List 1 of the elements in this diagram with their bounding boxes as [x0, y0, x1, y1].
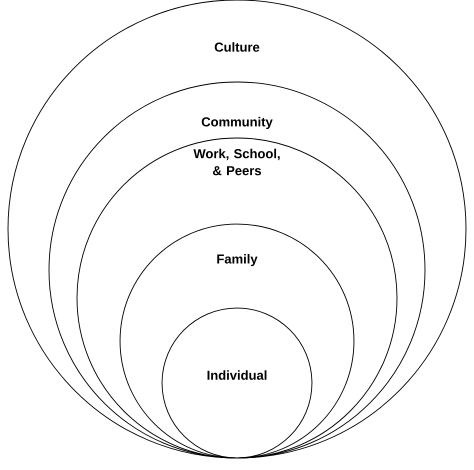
circle-node: Individual: [162, 308, 312, 458]
